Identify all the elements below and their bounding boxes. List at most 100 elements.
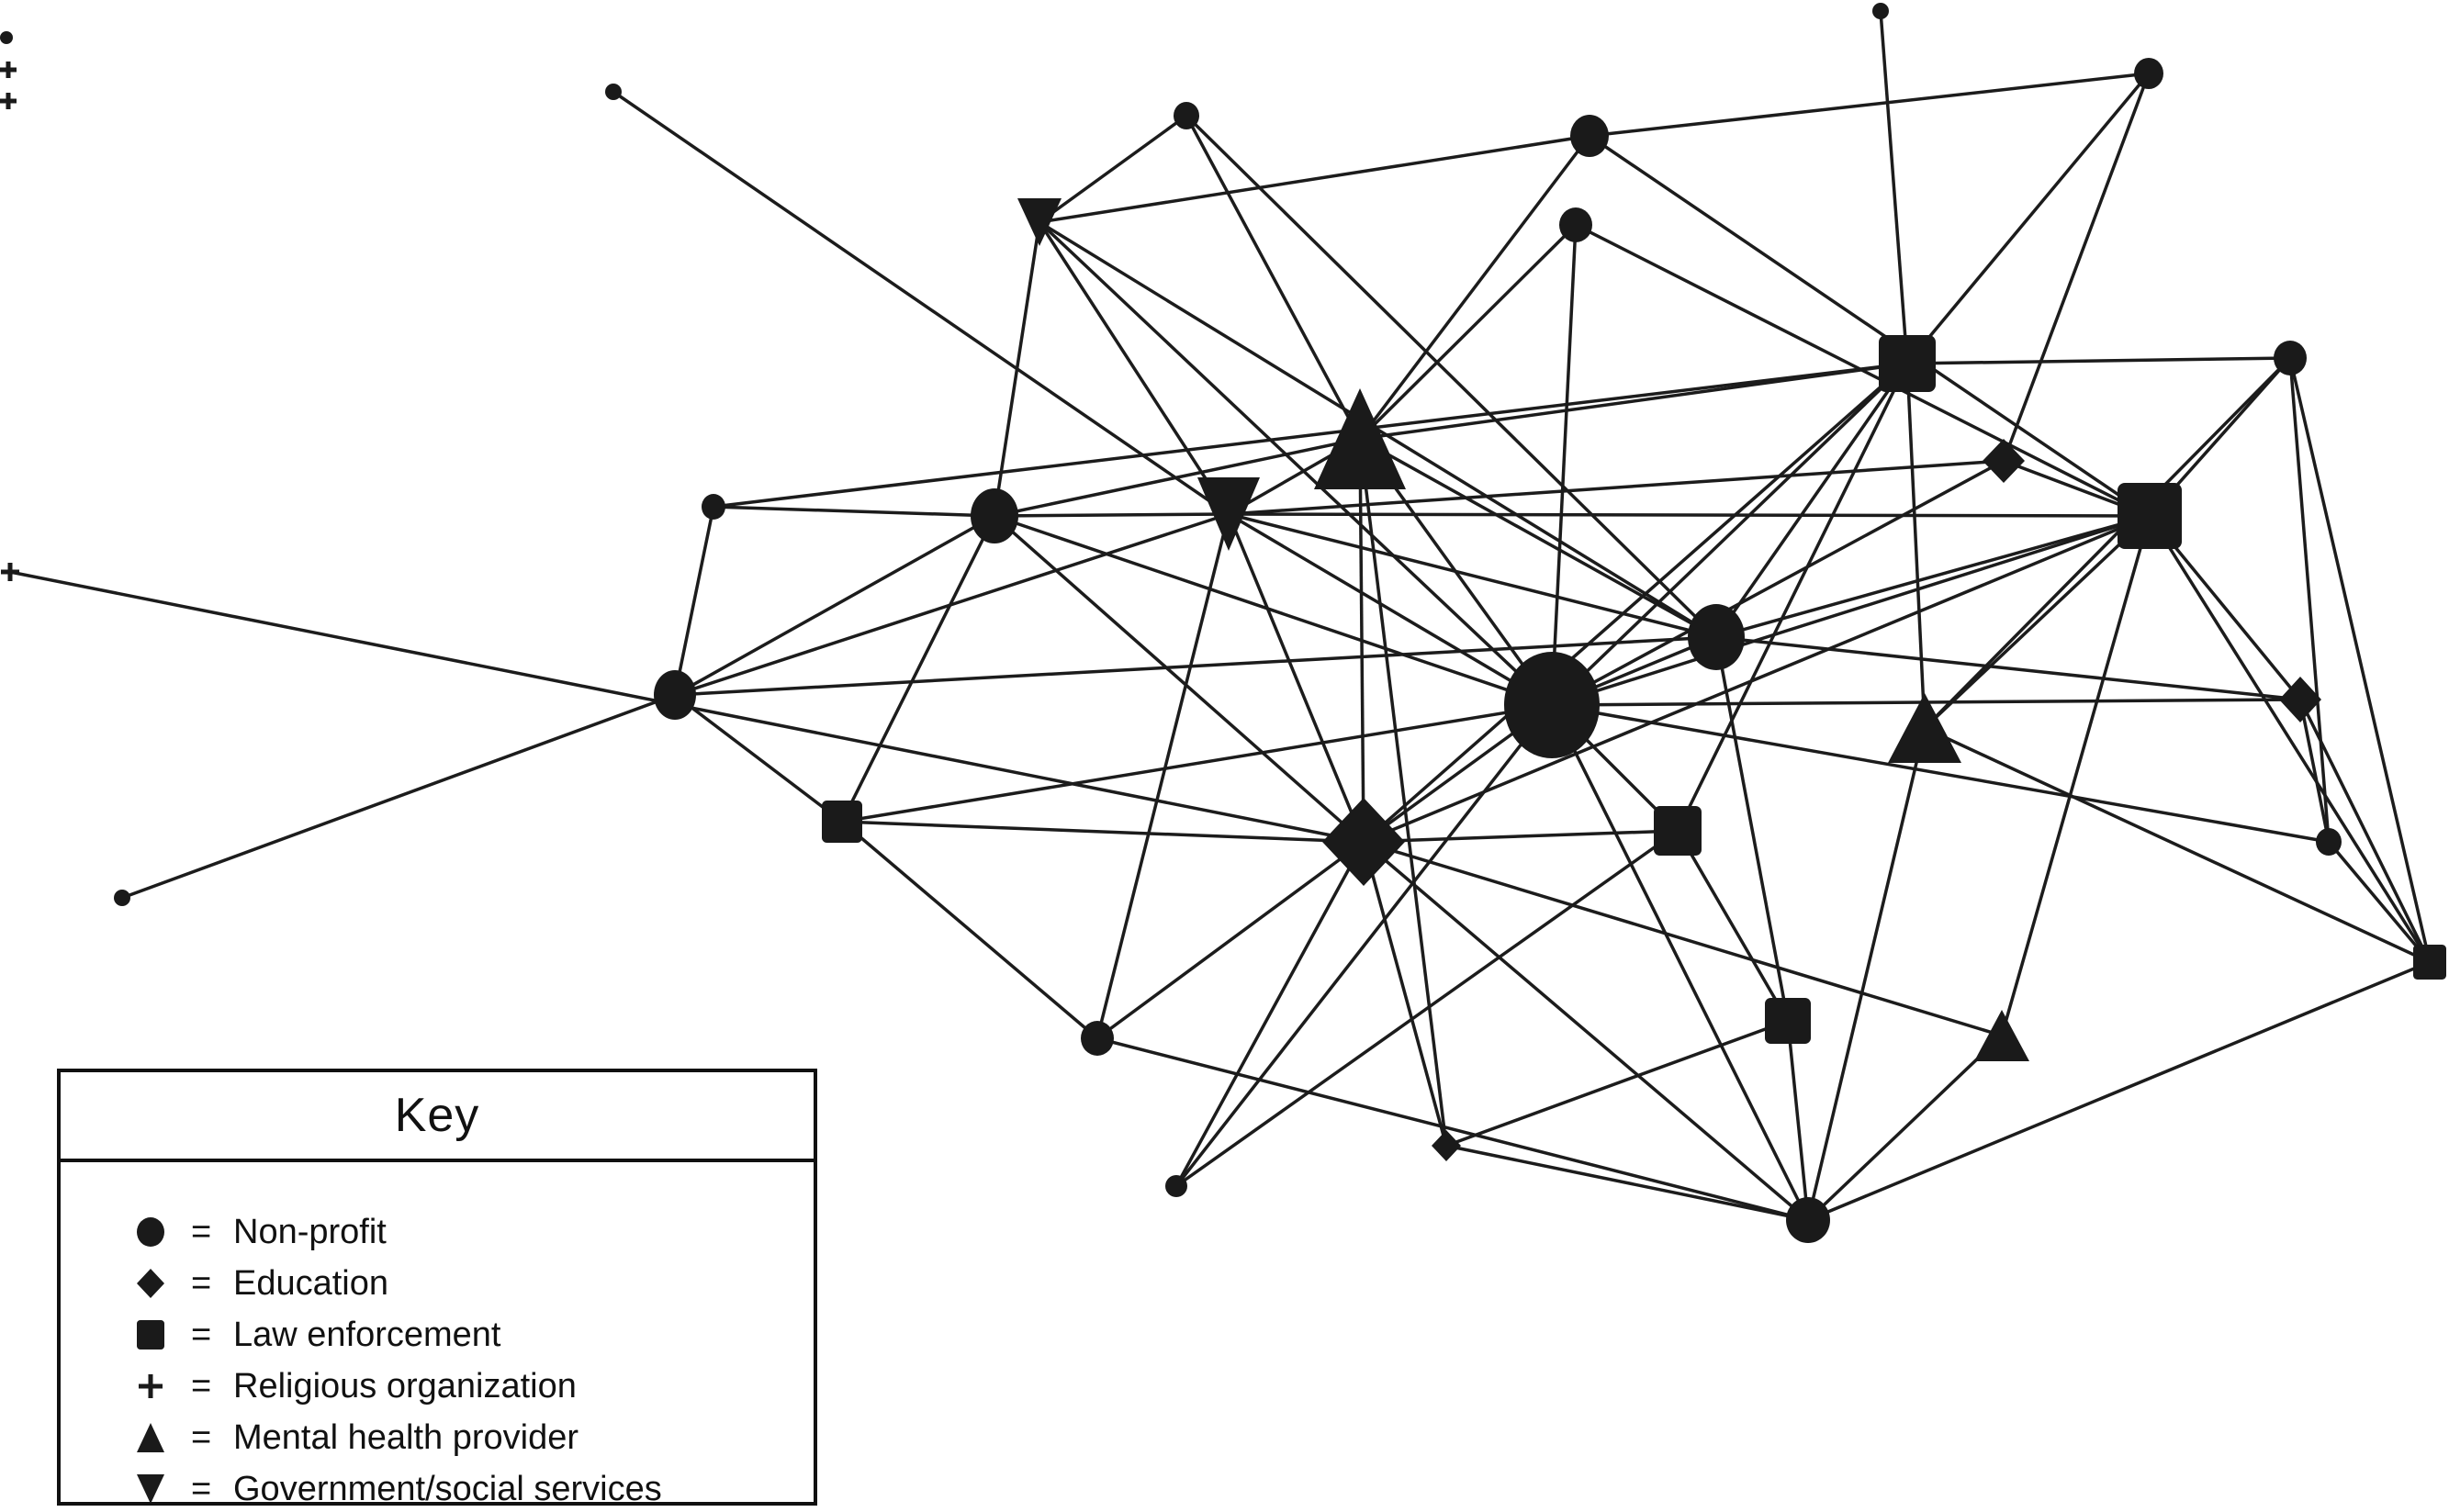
network-edge [2298, 699, 2331, 843]
network-edge [713, 362, 1908, 509]
network-edge [2148, 515, 2432, 963]
network-node-circle[interactable] [1174, 102, 1199, 129]
network-edge [1096, 1036, 1809, 1222]
network-node-square[interactable] [822, 801, 862, 843]
network-node-circle[interactable] [702, 494, 725, 520]
legend-body: =Non-profit=Education=Law enforcement=Re… [61, 1162, 814, 1512]
network-node-circle[interactable] [1081, 1021, 1114, 1056]
network-node-plus[interactable] [0, 62, 17, 78]
network-node-circle[interactable] [1786, 1197, 1830, 1243]
network-edge [673, 506, 715, 696]
network-edge [1924, 726, 2431, 964]
network-edge [1038, 220, 1554, 707]
legend-equals: = [191, 1315, 212, 1354]
network-edge [674, 635, 1717, 697]
network-node-square[interactable] [2118, 483, 2182, 549]
network-node-diamond[interactable] [1432, 1130, 1461, 1161]
network-node-triangle-up[interactable] [1974, 1010, 2029, 1061]
network-edge [1715, 514, 2151, 639]
diamond-icon [132, 1265, 191, 1302]
network-edge [1445, 1019, 1789, 1148]
network-edge [1589, 134, 2151, 518]
network-edge [1228, 512, 2151, 518]
legend-item-diamond: = Education [132, 1258, 814, 1309]
network-edge [1038, 221, 1230, 515]
triangle-down-icon [132, 1471, 191, 1507]
network-node-circle[interactable] [1688, 604, 1745, 670]
network-edge [1227, 513, 1365, 843]
network-edge [1786, 1020, 1810, 1221]
network-node-plus[interactable] [0, 93, 17, 109]
network-node-circle[interactable] [654, 670, 696, 720]
network-node-circle[interactable] [2316, 828, 2342, 856]
network-node-circle[interactable] [1570, 115, 1609, 157]
legend-item-triangle-up: =Mental health provider [132, 1412, 814, 1463]
network-node-circle[interactable] [1559, 207, 1592, 242]
network-edge [2298, 699, 2432, 963]
network-node-circle[interactable] [2134, 58, 2163, 89]
network-node-circle[interactable] [605, 84, 622, 100]
network-node-triangle-up[interactable] [1314, 388, 1406, 489]
legend-equals: = [191, 1212, 212, 1251]
network-node-diamond[interactable] [2279, 677, 2321, 722]
network-node-circle[interactable] [1872, 3, 1889, 19]
network-edge [2000, 515, 2151, 1036]
network-edge [713, 505, 995, 518]
legend-label: Law enforcement [233, 1315, 501, 1354]
network-edge [841, 820, 1365, 844]
network-edge [673, 693, 844, 823]
network-node-diamond[interactable] [1322, 798, 1405, 886]
network-edge [1905, 72, 2151, 365]
triangle-up-icon [132, 1419, 191, 1456]
legend-title: Key [394, 1089, 480, 1142]
network-edge [1551, 459, 2005, 707]
network-edge [993, 221, 1041, 517]
network-edge [1807, 960, 2431, 1222]
network-edge [1358, 134, 1591, 441]
network-node-square[interactable] [1765, 998, 1811, 1044]
network-edge [1363, 514, 2151, 844]
network-edge [1363, 840, 2003, 1037]
legend-label: Education [233, 1263, 389, 1303]
network-edge [1714, 362, 1909, 639]
network-node-square[interactable] [1654, 806, 1702, 856]
legend-label: Government/social services [233, 1469, 662, 1508]
legend-equals: = [191, 1417, 212, 1457]
network-node-triangle-up[interactable] [1888, 693, 1961, 763]
network-edge [994, 512, 1230, 518]
network-edge [1714, 636, 1790, 1022]
network-node-triangle-down[interactable] [1017, 198, 1062, 246]
network-node-triangle-down[interactable] [1197, 477, 1260, 551]
network-node-plus[interactable] [1, 563, 19, 581]
network-node-diamond[interactable] [1983, 439, 2025, 483]
network-edge [1589, 72, 2150, 138]
node-layer [0, 3, 2446, 1243]
network-edge [1905, 363, 1927, 729]
network-edge [1363, 829, 1679, 844]
network-edge [1550, 224, 1578, 706]
network-edge [1445, 1144, 1809, 1222]
network-edge [2288, 357, 2331, 843]
network-node-circle[interactable] [0, 31, 13, 44]
square-icon [132, 1316, 191, 1353]
network-node-square[interactable] [1879, 335, 1936, 392]
network-edge [121, 693, 676, 900]
plus-icon [132, 1368, 191, 1405]
network-node-circle[interactable] [1504, 652, 1600, 758]
network-edge [993, 514, 1365, 844]
network-edge [1095, 513, 1230, 1039]
network-edge [994, 514, 1553, 707]
network-node-circle[interactable] [114, 890, 130, 906]
network-edge [841, 703, 1553, 823]
network-edge [1359, 437, 1717, 639]
legend-equals: = [191, 1263, 212, 1303]
network-edge [612, 90, 1230, 516]
edge-layer [9, 10, 2432, 1222]
network-node-circle[interactable] [971, 488, 1018, 543]
network-node-circle[interactable] [1165, 1175, 1187, 1197]
network-node-circle[interactable] [2274, 341, 2307, 375]
network-edge [994, 437, 1361, 518]
network-node-square[interactable] [2413, 945, 2446, 980]
